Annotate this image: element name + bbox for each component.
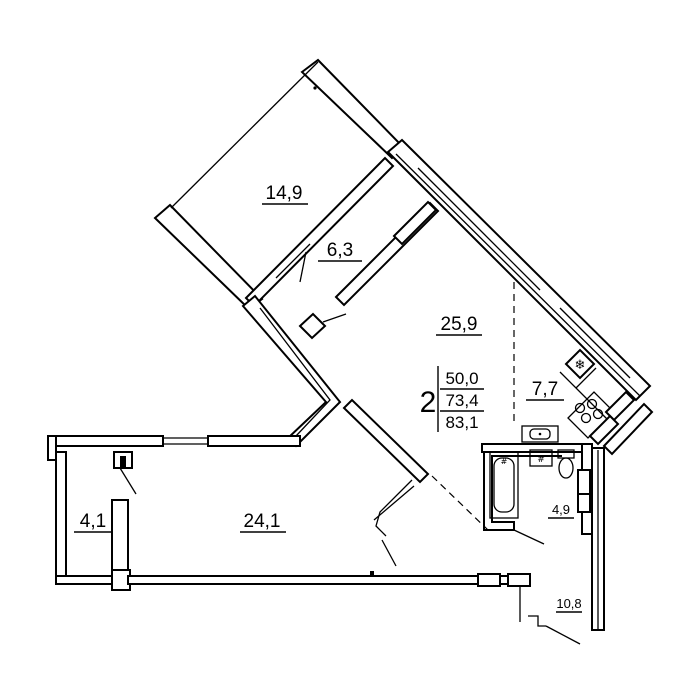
bathroom: # # <box>481 443 593 545</box>
room-area-balcony-top: 14,9 <box>266 183 303 204</box>
room-area-hall: 10,8 <box>556 596 581 611</box>
balcony-top <box>153 58 406 311</box>
svg-text:#: # <box>537 455 545 465</box>
exterior-wall-right <box>386 138 652 402</box>
apartment-info: 2 50,0 73,4 83,1 <box>420 366 484 432</box>
kitchen-fixtures: ❄ <box>521 348 636 446</box>
loggia-left <box>47 435 301 591</box>
inner-wall-balcony <box>244 156 395 308</box>
total-with-balcony-value: 83,1 <box>445 413 478 432</box>
room-area-kitchen: 7,7 <box>532 379 558 400</box>
room-area-living: 25,9 <box>441 314 478 335</box>
exterior-wall-hall <box>528 402 654 645</box>
svg-text:❄: ❄ <box>575 358 586 373</box>
living-area-value: 50,0 <box>445 369 478 388</box>
exterior-wall-bottom <box>127 571 531 622</box>
room-area-bathroom: 4,9 <box>552 502 570 517</box>
rooms-count: 2 <box>420 386 437 419</box>
total-area-value: 73,4 <box>445 391 478 410</box>
wall-zigzag-left <box>241 294 342 448</box>
room-area-dressing: 6,3 <box>327 240 353 261</box>
room-labels: 14,9 6,3 25,9 7,7 4,9 4,1 24,1 10,8 <box>74 183 582 613</box>
dressing-partition <box>298 200 440 340</box>
room-area-loggia: 4,1 <box>80 511 106 532</box>
zoning-dashes <box>431 282 515 531</box>
svg-text:#: # <box>501 457 508 466</box>
wall-central-diagonal <box>342 398 430 567</box>
room-area-bedroom: 24,1 <box>244 511 281 532</box>
